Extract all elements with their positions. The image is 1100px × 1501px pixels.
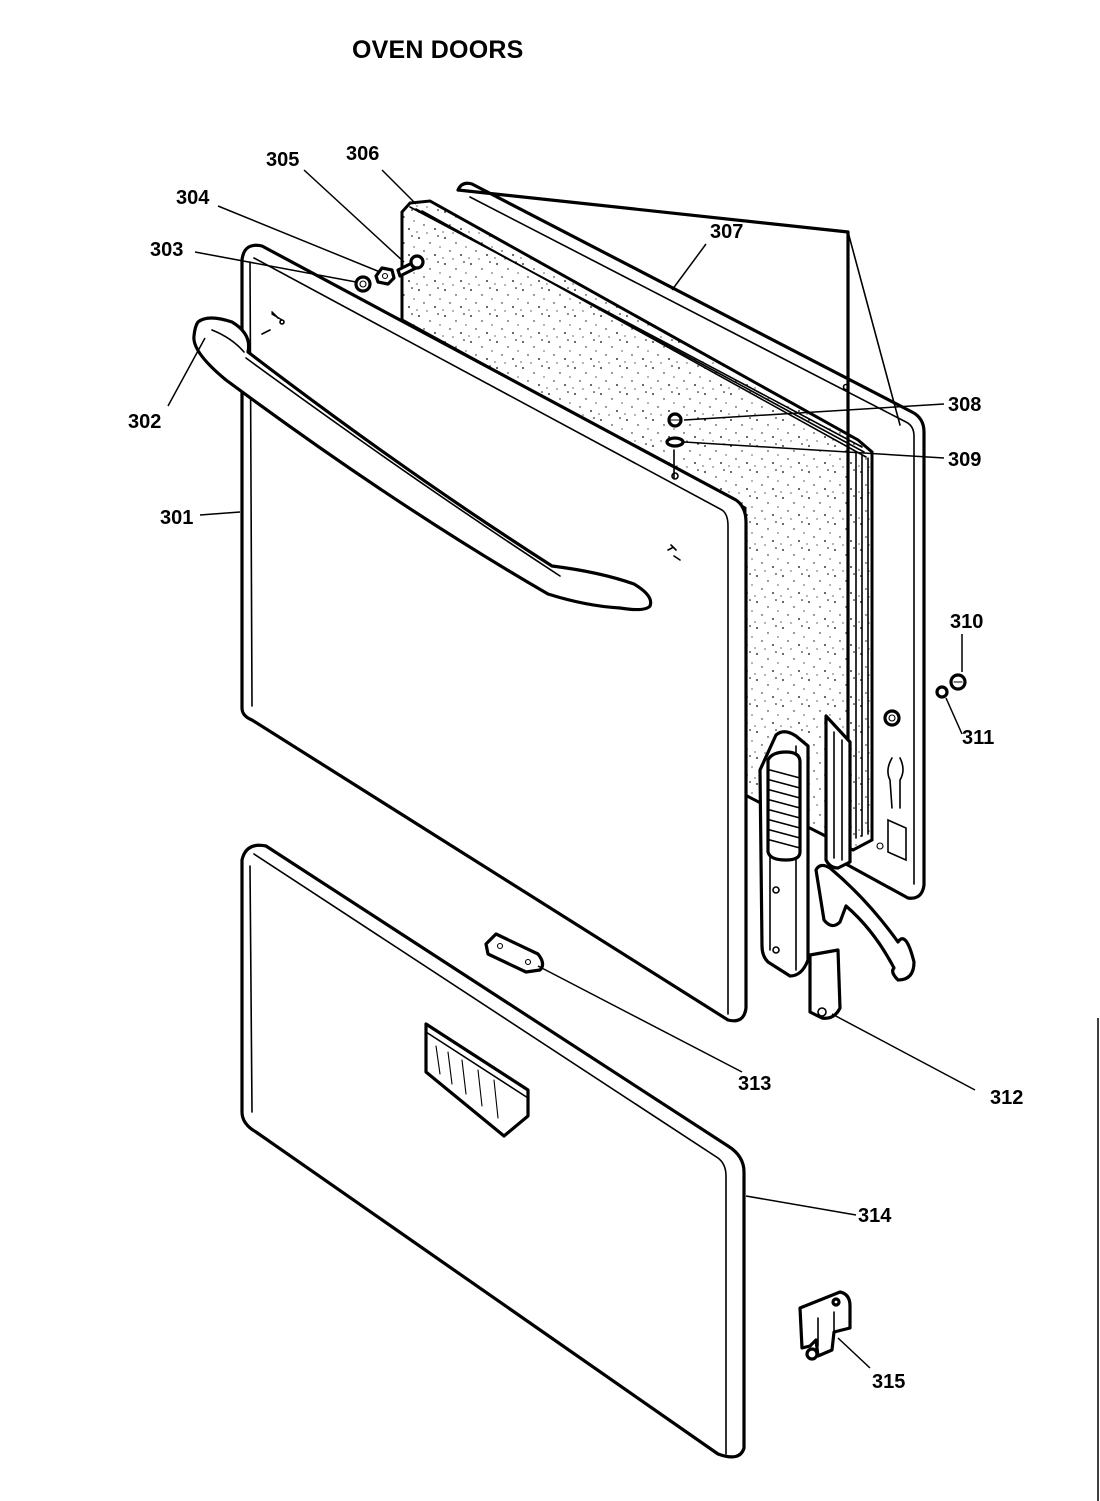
screw-308 (667, 412, 683, 428)
washer-309 (665, 436, 685, 448)
callout-311: 311 (962, 727, 994, 749)
callout-307: 307 (710, 221, 743, 243)
screw-310 (949, 673, 967, 691)
callout-306: 306 (346, 143, 379, 165)
callout-304: 304 (176, 187, 210, 209)
callout-302: 302 (128, 411, 161, 433)
nut-304 (374, 266, 396, 286)
callout-310: 310 (950, 611, 983, 633)
door-hinge (758, 730, 916, 1020)
drawer-bracket (798, 1290, 852, 1361)
washer-311 (935, 685, 949, 699)
door-handle (192, 316, 653, 612)
callout-314: 314 (858, 1205, 892, 1227)
drawer-front-panel (240, 843, 746, 1459)
drawer-clip (484, 932, 545, 974)
screw-303 (354, 275, 372, 293)
callout-308: 308 (948, 394, 981, 416)
door-bolt-hole (883, 709, 901, 727)
callout-303: 303 (150, 239, 183, 261)
page-title: OVEN DOORS (352, 36, 524, 64)
leader-lines (167, 169, 976, 1369)
callout-301: 301 (160, 507, 193, 529)
callout-305: 305 (266, 149, 299, 171)
callout-312: 312 (990, 1087, 1023, 1109)
callout-labels: 301 302 303 304 305 306 307 308 309 310 … (128, 143, 1023, 1393)
callout-309: 309 (948, 449, 981, 471)
rear-door-panel (456, 181, 926, 900)
callout-313: 313 (738, 1073, 771, 1095)
callout-315: 315 (872, 1371, 905, 1393)
bolt-305 (396, 254, 425, 278)
